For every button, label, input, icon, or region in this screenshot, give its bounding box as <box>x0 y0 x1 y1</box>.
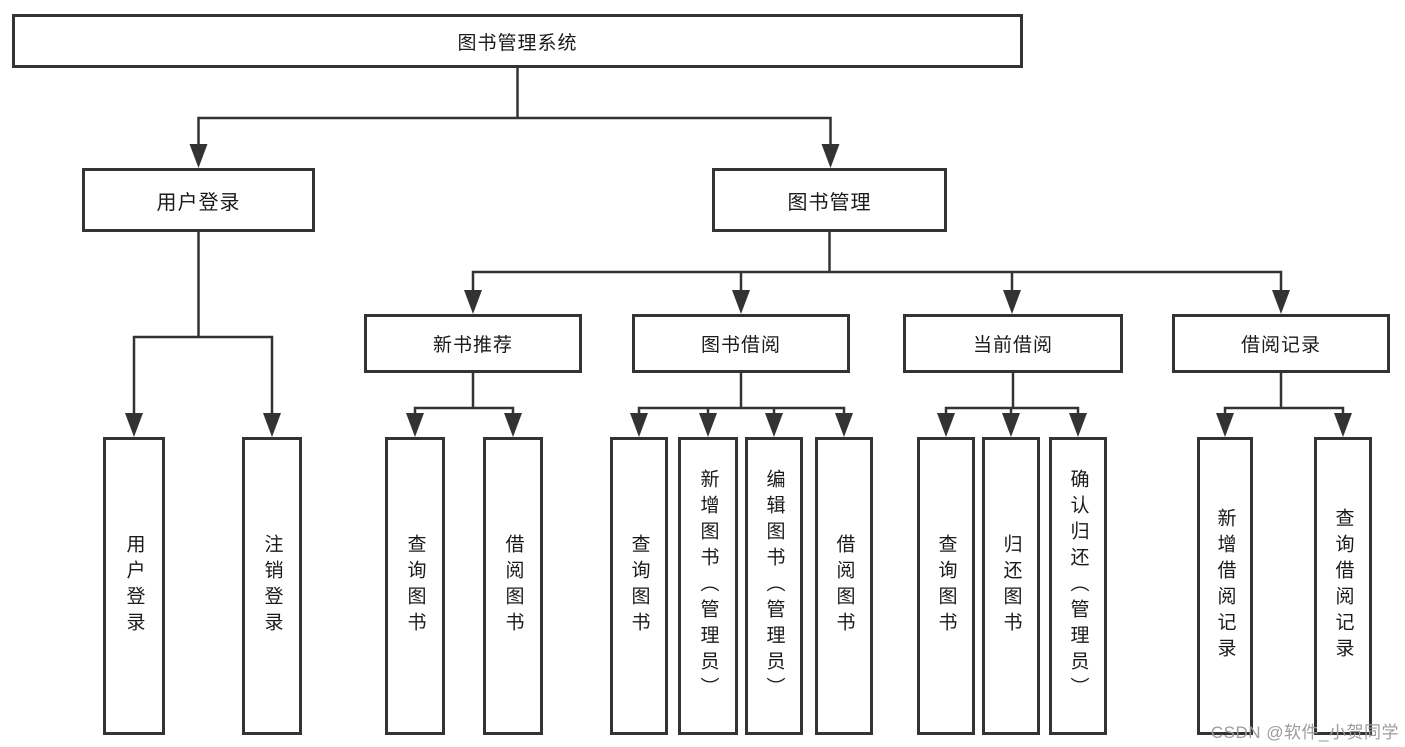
arrow-down-icon <box>189 144 208 168</box>
node-leaf-return-books: 归还图书 <box>982 437 1040 735</box>
node-leaf-borrow-books-borrow: 借阅图书 <box>815 437 873 735</box>
node-leaf-query-books-borrow: 查询图书 <box>610 437 668 735</box>
connector-borrow-records-to-leaves <box>1216 373 1352 437</box>
arrow-down-icon <box>821 144 840 168</box>
arrow-down-icon <box>1003 290 1021 314</box>
node-root: 图书管理系统 <box>12 14 1023 68</box>
arrow-down-icon <box>504 413 522 437</box>
arrow-down-icon <box>1216 413 1234 437</box>
node-leaf-borrow-books-recommend: 借阅图书 <box>483 437 543 735</box>
arrow-down-icon <box>1069 413 1087 437</box>
node-leaf-add-borrow-record: 新增借阅记录 <box>1197 437 1253 735</box>
node-leaf-query-books-recommend: 查询图书 <box>385 437 445 735</box>
arrow-down-icon <box>765 413 783 437</box>
connector-new-books-to-leaves <box>406 373 522 437</box>
arrow-down-icon <box>1334 413 1352 437</box>
connector-book-borrow-to-leaves <box>630 373 853 437</box>
arrow-down-icon <box>263 413 281 437</box>
node-book-mgmt: 图书管理 <box>712 168 947 232</box>
node-leaf-query-books-current: 查询图书 <box>917 437 975 735</box>
node-borrow-records: 借阅记录 <box>1172 314 1390 373</box>
arrow-down-icon <box>1002 413 1020 437</box>
node-current-borrow: 当前借阅 <box>903 314 1123 373</box>
connector-root-to-level2 <box>189 68 840 168</box>
arrow-down-icon <box>630 413 648 437</box>
arrow-down-icon <box>835 413 853 437</box>
arrow-down-icon <box>406 413 424 437</box>
arrow-down-icon <box>1272 290 1290 314</box>
node-leaf-query-borrow-record: 查询借阅记录 <box>1314 437 1372 735</box>
arrow-down-icon <box>125 413 143 437</box>
node-leaf-edit-books-admin: 编辑图书（管理员） <box>745 437 803 735</box>
watermark-text: CSDN @软件_小贺同学 <box>1210 723 1399 742</box>
arrow-down-icon <box>464 290 482 314</box>
arrow-down-icon <box>732 290 750 314</box>
node-leaf-add-books-admin: 新增图书（管理员） <box>678 437 738 735</box>
arrow-down-icon <box>937 413 955 437</box>
connector-user-login-to-leaves <box>125 232 281 437</box>
node-leaf-user-login: 用户登录 <box>103 437 165 735</box>
connector-current-borrow-to-leaves <box>937 373 1087 437</box>
arrow-down-icon <box>699 413 717 437</box>
node-user-login: 用户登录 <box>82 168 315 232</box>
node-leaf-confirm-return-admin: 确认归还（管理员） <box>1049 437 1107 735</box>
node-leaf-logout: 注销登录 <box>242 437 302 735</box>
connector-book-mgmt-to-level3 <box>464 232 1290 314</box>
node-book-borrow: 图书借阅 <box>632 314 850 373</box>
node-new-books: 新书推荐 <box>364 314 582 373</box>
